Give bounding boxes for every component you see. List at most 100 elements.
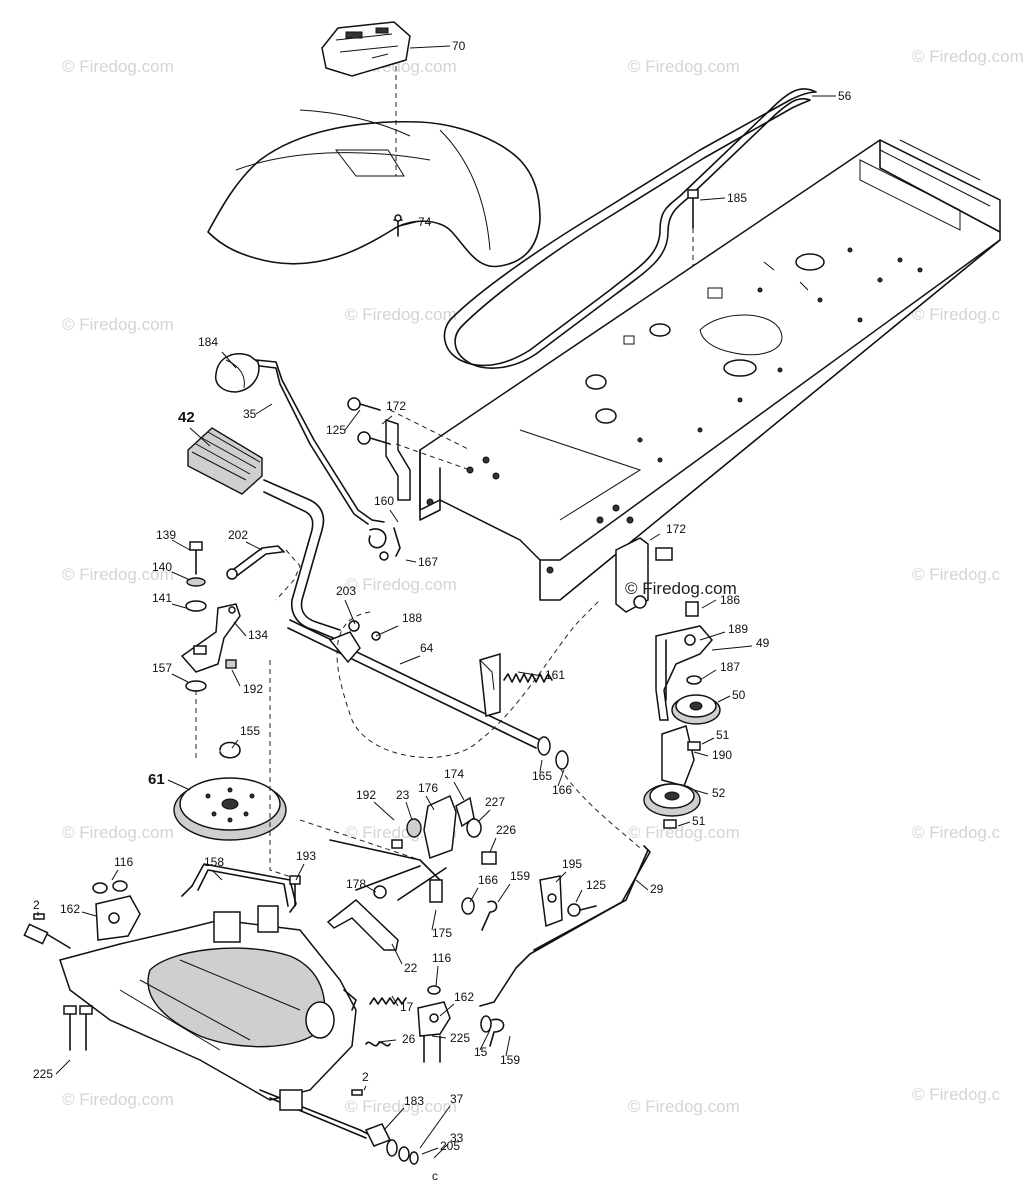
callout-leader-162 [439, 1003, 455, 1017]
callout-leader-37 [419, 1105, 451, 1149]
part-205-37-33-hardware: c [386, 1139, 438, 1183]
part-189-arm [655, 625, 713, 721]
callout-label-192: 192 [243, 682, 263, 696]
callout-leader-157 [171, 673, 189, 683]
callout-leader-155 [231, 739, 239, 749]
part-29-rod [479, 845, 651, 1007]
callout-leader-160 [389, 509, 399, 523]
callout-leader-183 [383, 1107, 405, 1131]
callout-leader-42 [189, 427, 211, 447]
part-195-bracket [539, 875, 563, 928]
watermark-8: © Firedog.com [62, 565, 174, 584]
callout-label-184: 184 [198, 335, 218, 349]
callout-label-159: 159 [500, 1053, 520, 1067]
part-125-bolts [347, 397, 597, 917]
callout-leader-193 [295, 863, 305, 881]
callout-label-15: 15 [474, 1045, 488, 1059]
part-161-spring [503, 673, 553, 683]
callout-leader-17 [391, 995, 399, 1007]
callout-label-190: 190 [712, 748, 732, 762]
callout-label-174: 174 [444, 767, 464, 781]
callout-label-172: 172 [386, 399, 406, 413]
part-17-spring [369, 997, 407, 1005]
callout-label-42: 42 [178, 409, 195, 426]
callout-label-17: 17 [400, 1000, 414, 1014]
callout-label-166: 166 [478, 873, 498, 887]
part-26-spring [365, 1041, 391, 1047]
callout-label-225: 225 [33, 1067, 53, 1081]
callout-label-203: 203 [336, 584, 356, 598]
part-134-bracket [180, 603, 241, 673]
watermark-13: © Firedog.com [628, 823, 740, 842]
part-176-bracket [423, 794, 457, 859]
callout-leader-159 [497, 883, 511, 903]
callout-label-26: 26 [402, 1032, 416, 1046]
callout-leader-172 [381, 415, 393, 425]
callout-leader-175 [431, 909, 437, 931]
callout-leader-52 [693, 789, 709, 795]
callout-leader-176 [425, 795, 435, 811]
callout-label-161: 161 [545, 668, 565, 682]
callout-label-52: 52 [712, 786, 726, 800]
callout-label-188: 188 [402, 611, 422, 625]
callout-leader-166 [469, 887, 479, 903]
callout-leader-50 [717, 695, 731, 703]
callout-label-178: 178 [346, 877, 366, 891]
callout-label-125: 125 [586, 878, 606, 892]
callout-leader-134 [233, 621, 247, 637]
watermark-16: © Firedog.com [345, 1097, 457, 1116]
hood-body [207, 109, 541, 268]
callout-label-134: 134 [248, 628, 268, 642]
callout-label-176: 176 [418, 781, 438, 795]
part-162-bracket-right [417, 1001, 451, 1037]
callout-label-140: 140 [152, 560, 172, 574]
dashed-leader-transaxle [269, 660, 301, 881]
part-139-bolt [189, 541, 203, 575]
callout-leader-35 [255, 403, 273, 415]
callout-leader-190 [693, 751, 709, 757]
callout-label-51: 51 [716, 728, 730, 742]
callout-leader-203 [344, 599, 356, 625]
callout-leader-61 [167, 779, 191, 791]
svg-text:c: c [432, 1169, 438, 1183]
part-35-rod [255, 359, 385, 525]
part-56-belt [443, 88, 817, 369]
part-166-washer [461, 897, 475, 915]
callout-label-139: 139 [156, 528, 176, 542]
part-22-brake-arm [326, 899, 399, 951]
callout-label-141: 141 [152, 591, 172, 605]
callout-leader-185 [699, 197, 726, 201]
watermark-14: © Firedog.c [912, 823, 1001, 842]
callout-label-175: 175 [432, 926, 452, 940]
part-51-nuts [663, 741, 701, 829]
callout-leader-192 [231, 669, 241, 687]
callout-leader-202 [245, 541, 263, 551]
callout-leader-178 [365, 885, 377, 893]
part-162-bracket-left [95, 895, 141, 941]
callout-leader-74 [399, 221, 417, 227]
callout-label-56: 56 [838, 89, 852, 103]
dashed-linkage-loop [336, 599, 601, 758]
callout-label-155: 155 [240, 724, 260, 738]
callout-label-172: 172 [666, 522, 686, 536]
watermark-15: © Firedog.com [62, 1090, 174, 1109]
watermark-18: © Firedog.c [912, 1085, 1001, 1104]
callout-label-189: 189 [728, 622, 748, 636]
part-74-screw [393, 214, 403, 237]
callout-label-157: 157 [152, 661, 172, 675]
part-158-bracket [181, 863, 297, 913]
watermark-10: © Firedog.c [912, 565, 1001, 584]
callout-leader-51 [677, 821, 691, 827]
pedal-arm [263, 479, 341, 641]
callout-label-205: 205 [440, 1139, 460, 1153]
watermark-11: © Firedog.com [62, 823, 174, 842]
callout-leader-70 [409, 45, 451, 49]
callout-leader-166 [557, 769, 565, 787]
callout-leader-116 [111, 869, 119, 881]
part-172-bracket-right [615, 537, 673, 613]
callout-label-202: 202 [228, 528, 248, 542]
watermark-4: © Firedog.com [62, 315, 174, 334]
part-116-nuts-left [92, 880, 128, 894]
part-193-bolt [289, 875, 301, 907]
